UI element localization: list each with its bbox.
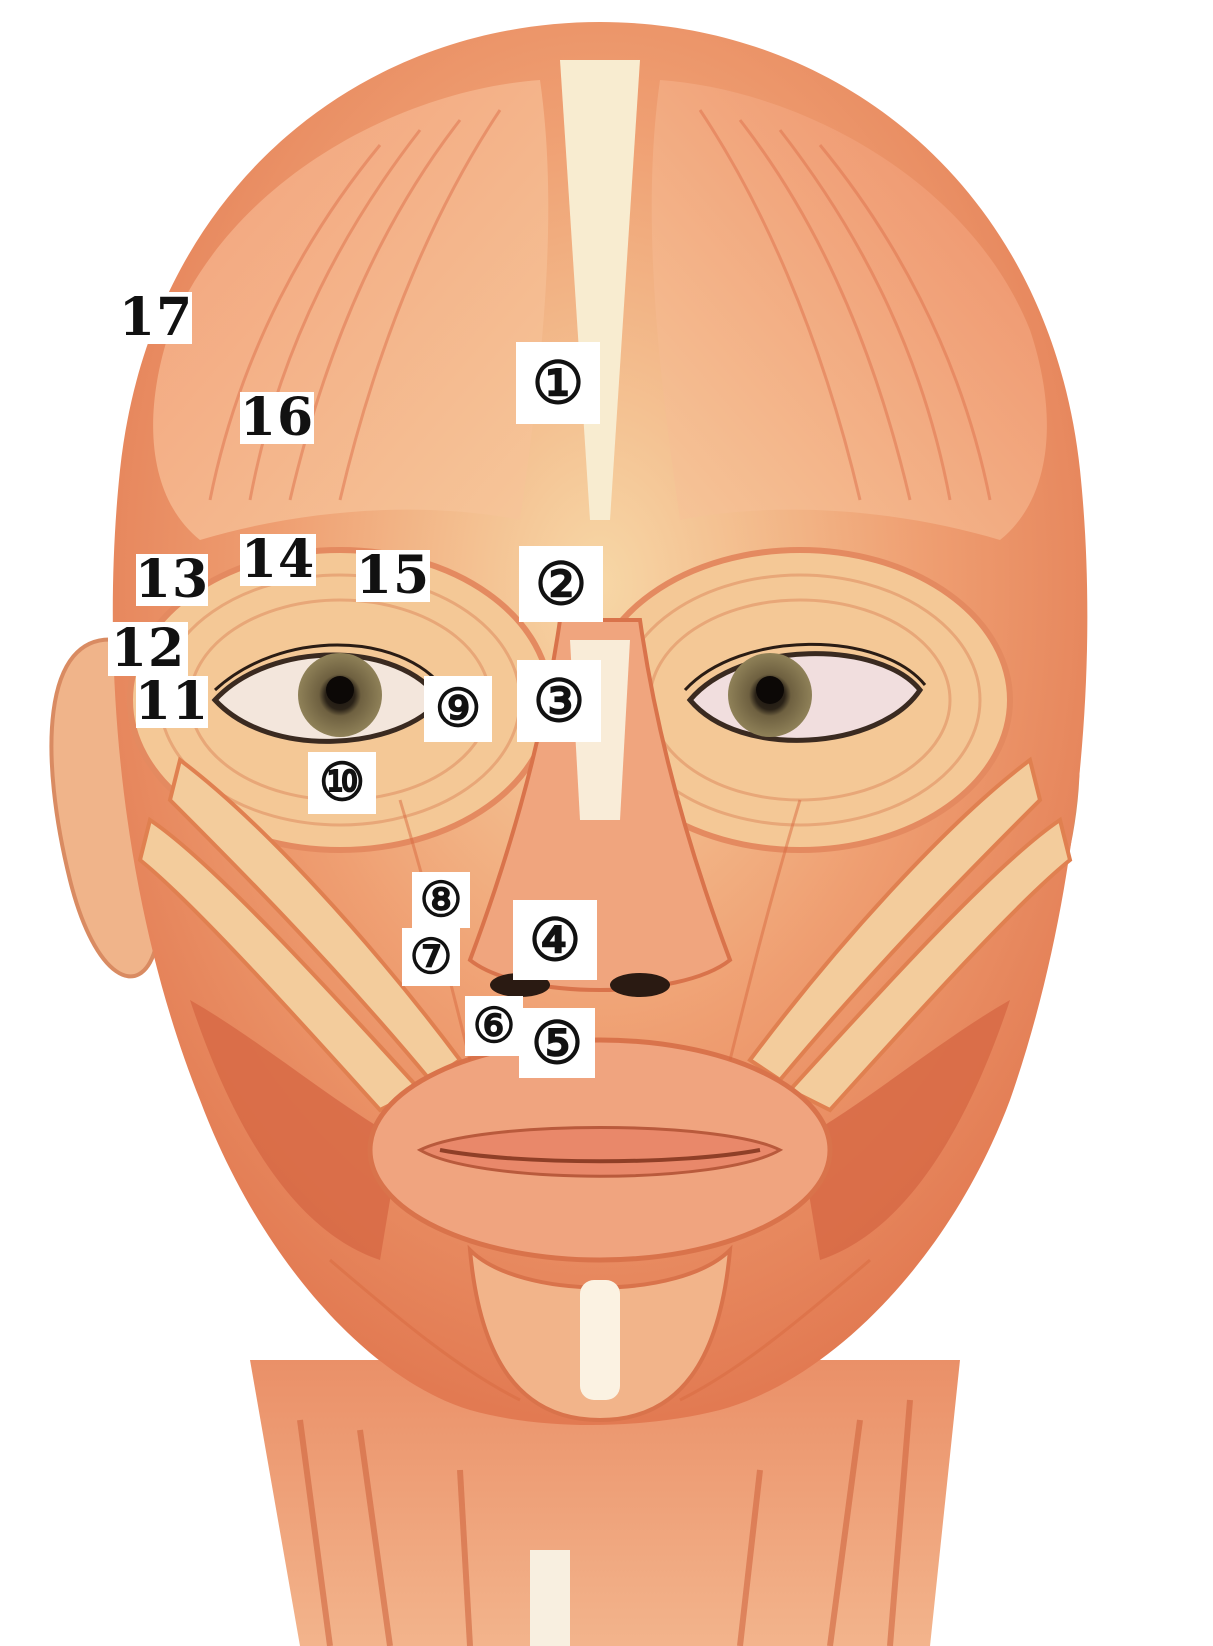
label-6: ⑥ — [465, 996, 523, 1056]
label-10: ⑩ — [308, 752, 376, 814]
label-7: ⑦ — [402, 928, 460, 986]
label-2: ② — [519, 546, 603, 622]
label-3: ③ — [517, 660, 601, 742]
label-16: 16 — [240, 392, 314, 444]
label-8: ⑧ — [412, 872, 470, 928]
label-11: 11 — [136, 676, 208, 728]
label-1: ① — [516, 342, 600, 424]
label-5: ⑤ — [519, 1008, 595, 1078]
label-4: ④ — [513, 900, 597, 980]
label-13: 13 — [136, 554, 208, 606]
label-15: 15 — [356, 550, 430, 602]
label-17: 17 — [120, 292, 192, 344]
label-12: 12 — [108, 622, 188, 676]
label-9: ⑨ — [424, 676, 492, 742]
label-14: 14 — [240, 534, 316, 586]
